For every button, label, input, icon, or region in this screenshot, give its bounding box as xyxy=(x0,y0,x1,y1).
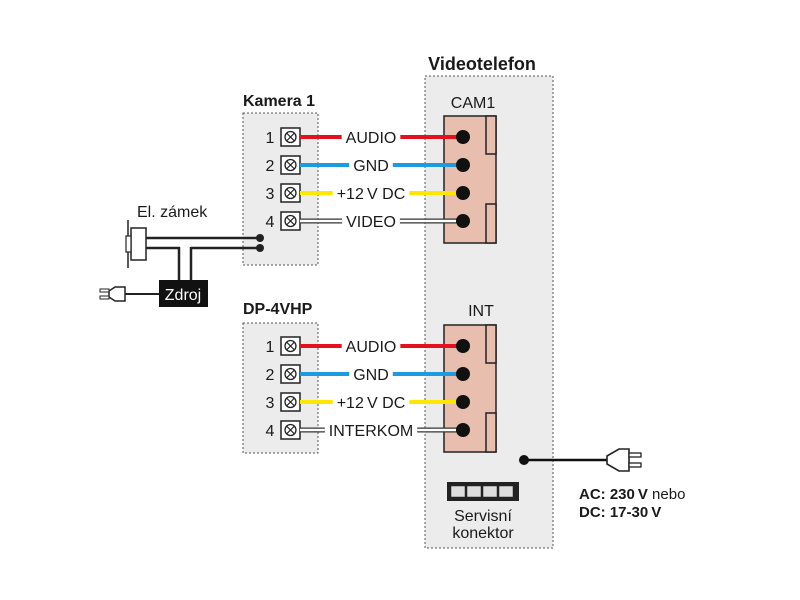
cam1-connector-label: CAM1 xyxy=(451,95,496,112)
terminal-screw-circle xyxy=(284,395,297,409)
terminal-screw-circle xyxy=(284,367,297,381)
terminal-screw-circle xyxy=(284,130,297,144)
doorstation-wire-row: 3 +12 V DC xyxy=(266,392,470,412)
videophone-title: Videotelefon xyxy=(428,54,536,74)
electric-lock-icon xyxy=(125,220,147,268)
doorstation-signal-label: AUDIO xyxy=(346,339,397,356)
camera-wire-row: 4 VIDEO xyxy=(266,211,470,231)
camera-connector-pin xyxy=(456,214,470,228)
doorstation-terminal-number: 3 xyxy=(266,395,275,412)
terminal-screw-circle xyxy=(284,158,297,172)
terminal-screw-circle xyxy=(284,186,297,200)
doorstation-wire-row: 2 GND xyxy=(266,364,470,384)
camera-connector-pin xyxy=(456,130,470,144)
camera-connector-pin xyxy=(456,158,470,172)
doorstation-connector-pin xyxy=(456,339,470,353)
camera-signal-label: GND xyxy=(353,158,389,175)
doorstation-terminal-number: 1 xyxy=(266,339,275,356)
service-connector-label-line1: Servisní xyxy=(454,508,512,525)
service-connector-label-line2: konektor xyxy=(452,525,514,542)
camera-signal-label: +12 V DC xyxy=(337,186,406,203)
doorstation-terminal-number: 2 xyxy=(266,367,275,384)
doorstation-wire-row: 4 INTERKOM xyxy=(266,420,470,440)
doorstation-signal-label: +12 V DC xyxy=(337,395,406,412)
lock-wiring xyxy=(146,234,264,280)
psu-label: Zdroj xyxy=(165,287,201,304)
terminal-screw-circle xyxy=(284,339,297,353)
service-connector-icon xyxy=(447,482,519,501)
camera-terminal-number: 3 xyxy=(266,186,275,203)
camera-wire-row: 1 AUDIO xyxy=(266,127,470,147)
doorstation-signal-label: INTERKOM xyxy=(329,423,413,440)
doorstation-signal-label: GND xyxy=(353,367,389,384)
power-ac-suffix: nebo xyxy=(648,486,686,503)
power-ac-label: AC: 230 V nebo xyxy=(579,486,685,503)
doorstation-title: DP-4VHP xyxy=(243,301,313,318)
psu-plug-icon xyxy=(99,286,126,302)
power-dc-label: DC: 17-30 V xyxy=(579,504,661,521)
mains-plug-icon xyxy=(606,448,642,472)
doorstation-wires: 1 AUDIO 2 GND 3 +12 V DC 4 INTERKOM xyxy=(266,336,470,440)
camera-title: Kamera 1 xyxy=(243,93,315,110)
camera-wires: 1 AUDIO 2 GND 3 +12 V DC 4 VIDEO xyxy=(266,127,470,231)
psu-box xyxy=(159,280,208,307)
camera-connector-pin xyxy=(456,186,470,200)
camera-terminal-number: 1 xyxy=(266,130,275,147)
terminal-screw-circle xyxy=(284,214,297,228)
camera-terminal-number: 2 xyxy=(266,158,275,175)
int-connector-label: INT xyxy=(468,303,494,320)
camera-terminal-number: 4 xyxy=(266,214,275,231)
doorstation-wire-row: 1 AUDIO xyxy=(266,336,470,356)
camera-signal-label: AUDIO xyxy=(346,130,397,147)
camera-wire-row: 2 GND xyxy=(266,155,470,175)
power-ac-value: AC: 230 V xyxy=(579,486,648,503)
camera-wire-row: 3 +12 V DC xyxy=(266,183,470,203)
lock-label: El. zámek xyxy=(137,204,208,221)
camera-signal-label: VIDEO xyxy=(346,214,396,231)
terminal-screw-circle xyxy=(284,423,297,437)
doorstation-connector-pin xyxy=(456,367,470,381)
doorstation-terminal-number: 4 xyxy=(266,423,275,440)
doorstation-connector-pin xyxy=(456,423,470,437)
doorstation-connector-pin xyxy=(456,395,470,409)
